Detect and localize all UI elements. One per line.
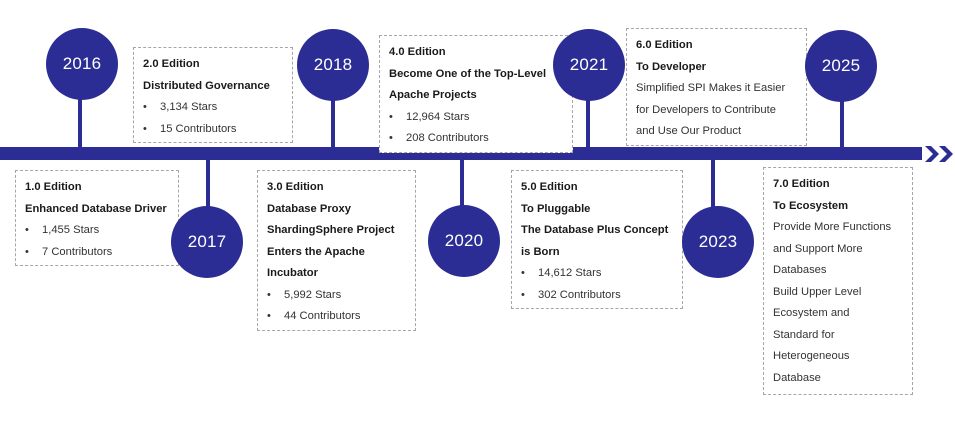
edition-box-6-0: 6.0 Edition To Developer Simplified SPI … [626,28,807,146]
year-circle-2018: 2018 [297,29,369,101]
year-circle-2023: 2023 [682,206,754,278]
edition-headline: To Ecosystem [773,199,849,212]
timeline-axis [0,147,922,160]
contributors-count: 15 Contributors [143,119,283,141]
double-chevron-right-icon [924,143,955,165]
edition-title: 5.0 Edition [521,181,578,193]
stem-2021 [586,95,590,150]
contributors-count: 7 Contributors [25,242,169,264]
edition-headline: To Pluggable [521,202,591,215]
edition-box-7-0: 7.0 Edition To Ecosystem Provide More Fu… [763,167,913,395]
edition-headline: Enhanced Database Driver [25,202,167,215]
edition-description: for Developers to Contribute [636,103,776,116]
stars-count: 3,134 Stars [143,97,283,119]
edition-headline: Incubator [267,267,318,279]
edition-headline: Distributed Governance [143,79,270,92]
edition-description: Provide More Functions [773,221,892,233]
year-circle-2021: 2021 [553,29,625,101]
contributors-count: 302 Contributors [521,285,673,307]
year-circle-2016: 2016 [46,28,118,100]
edition-headline: Become One of the Top-Level [389,67,547,80]
stem-2025 [840,95,844,150]
stem-2017 [206,155,210,210]
edition-box-4-0: 4.0 Edition Become One of the Top-Level … [379,35,573,153]
edition-headline: ShardingSphere Project [267,224,395,236]
stars-count: 12,964 Stars [389,107,563,129]
edition-headline: is Born [521,245,560,258]
year-circle-2020: 2020 [428,205,500,277]
edition-description: Database [773,371,821,384]
edition-headline: Database Proxy [267,202,351,215]
edition-title: 4.0 Edition [389,46,446,58]
edition-description: Heterogeneous [773,350,850,362]
edition-headline: Enters the Apache [267,245,365,258]
stars-count: 14,612 Stars [521,263,673,285]
year-circle-2025: 2025 [805,30,877,102]
edition-description: Ecosystem and [773,307,850,319]
edition-box-5-0: 5.0 Edition To Pluggable The Database Pl… [511,170,683,309]
edition-title: 3.0 Edition [267,181,324,193]
stem-2018 [331,95,335,150]
edition-description: Simplified SPI Makes it Easier [636,82,786,94]
edition-description: Standard for [773,328,835,341]
edition-headline: Apache Projects [389,89,477,101]
contributors-count: 44 Contributors [267,306,406,328]
contributors-count: 208 Contributors [389,128,563,150]
edition-box-3-0: 3.0 Edition Database Proxy ShardingSpher… [257,170,416,331]
edition-headline: To Developer [636,60,707,73]
edition-box-2-0: 2.0 Edition Distributed Governance 3,134… [133,47,293,143]
edition-box-1-0: 1.0 Edition Enhanced Database Driver 1,4… [15,170,179,266]
edition-description: and Support More [773,242,863,255]
edition-title: 6.0 Edition [636,39,693,51]
stem-2023 [711,155,715,210]
edition-title: 2.0 Edition [143,58,200,70]
edition-title: 7.0 Edition [773,178,830,190]
stars-count: 5,992 Stars [267,285,406,307]
edition-description: Databases [773,264,827,276]
stem-2020 [460,155,464,210]
edition-headline: The Database Plus Concept [521,224,669,236]
edition-title: 1.0 Edition [25,181,82,193]
stem-2016 [78,95,82,150]
stars-count: 1,455 Stars [25,220,169,242]
year-circle-2017: 2017 [171,206,243,278]
edition-description: Build Upper Level [773,285,862,298]
edition-description: and Use Our Product [636,125,742,137]
